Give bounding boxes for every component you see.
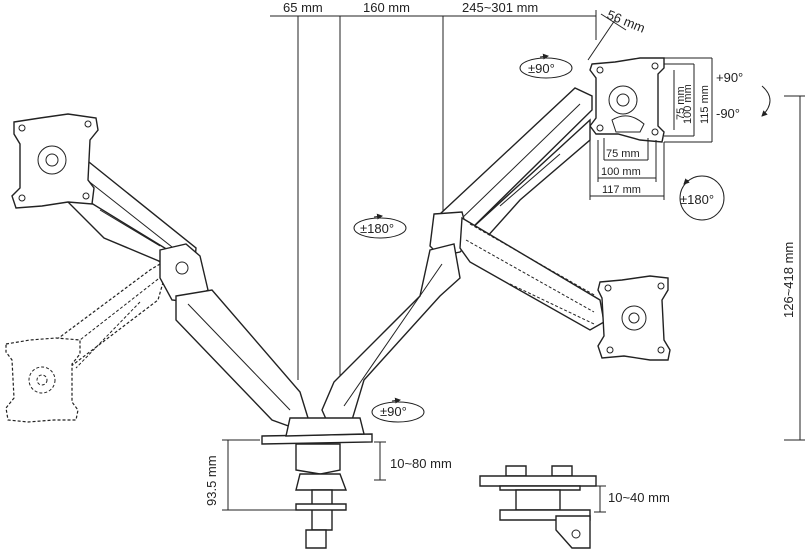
- dim-100-vertical: 100 mm: [682, 84, 694, 124]
- vesa-plate-upper-right: [589, 57, 665, 143]
- rotate-right-label: ±180°: [680, 192, 714, 207]
- dim-100-horizontal: 100 mm: [601, 166, 641, 178]
- dim-117-horizontal: 117 mm: [602, 184, 641, 196]
- grommet-range-label: 10~40 mm: [608, 490, 670, 505]
- rotate-right-icon: [679, 175, 725, 221]
- vesa-plate-upper-left: [11, 113, 99, 209]
- top-dimension-lines: [270, 10, 627, 380]
- desk-clamp: [261, 417, 373, 549]
- base-swivel-rotation-icon: [371, 397, 425, 423]
- vesa-plate-lower-left: [5, 337, 81, 423]
- rotate-mid-icon: [353, 213, 407, 239]
- top-swivel-label: ±90°: [528, 61, 555, 76]
- grommet-range-dimension: [594, 485, 606, 513]
- clamp-height-label: 93.5 mm: [204, 455, 219, 506]
- right-arm-lowered: [459, 216, 605, 331]
- top-swivel-rotation-icon: [519, 53, 573, 79]
- tilt-up-label: +90°: [716, 70, 743, 85]
- tilt-arrow-icon: [761, 85, 771, 117]
- dim-115-vertical: 115 mm: [699, 85, 711, 124]
- tilt-down-label: -90°: [716, 106, 740, 121]
- center-joint-left: [159, 243, 309, 429]
- grommet-mount: [479, 465, 597, 549]
- dim-160: 160 mm: [363, 0, 410, 15]
- vesa-plate-lower-right: [597, 275, 671, 361]
- dim-245-301: 245~301 mm: [462, 0, 538, 15]
- clamp-range-dimension: [374, 441, 386, 481]
- base-swivel-label: ±90°: [380, 404, 407, 419]
- height-dimension: [784, 95, 805, 441]
- rotate-mid-label: ±180°: [360, 221, 394, 236]
- clamp-range-label: 10~80 mm: [390, 456, 452, 471]
- height-range-label: 126~418 mm: [781, 242, 796, 318]
- vesa-dimension-frame: [589, 57, 713, 200]
- dim-56: 56 mm: [605, 7, 647, 36]
- clamp-height-dimension: [222, 439, 296, 511]
- center-joint-right: [321, 243, 461, 429]
- right-arm-upper: [429, 87, 593, 257]
- dim-65: 65 mm: [283, 0, 323, 15]
- dim-75-horizontal: 75 mm: [606, 148, 640, 160]
- dim-75-vertical: 75 mm: [675, 86, 687, 120]
